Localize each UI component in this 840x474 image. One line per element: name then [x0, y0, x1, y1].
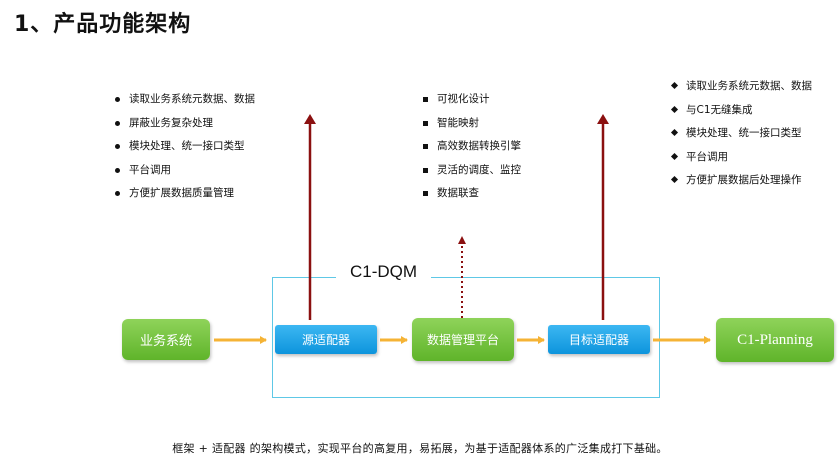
list-item: 读取业务系统元数据、数据 [115, 93, 255, 105]
list-item: 方便扩展数据后处理操作 [686, 174, 802, 186]
frame-label: C1-DQM [336, 262, 432, 282]
list-item: 智能映射 [423, 116, 479, 129]
arrowhead [597, 114, 609, 124]
list-item: 方便扩展数据质量管理 [115, 187, 234, 199]
list-item: 平台调用 [686, 150, 728, 163]
list-item: 模块处理、统一接口类型 [686, 127, 802, 139]
list-item: 屏蔽业务复杂处理 [115, 116, 213, 129]
c1-dqm-frame [272, 277, 660, 398]
platform-feature-list: 可视化设计 智能映射 高效数据转换引擎 灵活的调度、监控 数据联查 [421, 88, 521, 206]
data-platform-node: 数据管理平台 [412, 318, 514, 361]
caption: 框架 + 适配器 的架构模式，实现平台的高复用，易拓展，为基于适配器体系的广泛集… [172, 442, 668, 455]
list-item: 灵活的调度、监控 [423, 163, 521, 176]
c1-planning-node: C1-Planning [716, 318, 834, 362]
arrowhead [304, 114, 316, 124]
list-item: 数据联查 [423, 187, 479, 199]
source-adapter-feature-list: 读取业务系统元数据、数据 屏蔽业务复杂处理 模块处理、统一接口类型 平台调用 方… [113, 88, 255, 206]
list-item: 高效数据转换引擎 [423, 140, 521, 152]
source-adapter-node: 源适配器 [275, 325, 377, 354]
list-item: 与C1无缝集成 [686, 103, 753, 116]
target-adapter-feature-list: 读取业务系统元数据、数据 与C1无缝集成 模块处理、统一接口类型 平台调用 方便… [670, 75, 812, 193]
business-system-node: 业务系统 [122, 319, 210, 360]
arrowhead [458, 236, 466, 244]
list-item: 可视化设计 [423, 93, 490, 105]
list-item: 平台调用 [115, 163, 171, 176]
list-item: 模块处理、统一接口类型 [115, 140, 245, 152]
target-adapter-node: 目标适配器 [548, 325, 650, 354]
page-title: 1、产品功能架构 [14, 12, 192, 37]
list-item: 读取业务系统元数据、数据 [686, 80, 812, 92]
